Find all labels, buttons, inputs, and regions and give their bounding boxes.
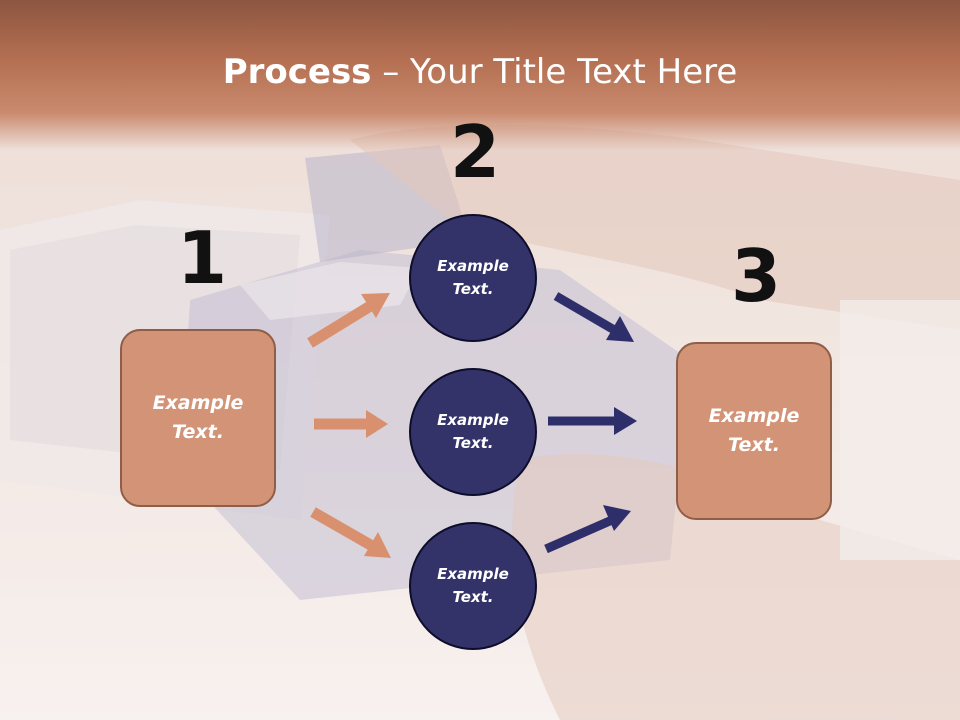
arrow-left-middle — [314, 410, 388, 438]
step-number-3: 3 — [731, 234, 782, 318]
title-bold: Process — [222, 52, 372, 92]
circle-middle-line1: Example — [437, 411, 509, 429]
circle-middle-line2: Text. — [452, 434, 494, 452]
arrow-left-top — [307, 293, 390, 348]
circle-top-line2: Text. — [452, 280, 494, 298]
step-box-3-line1: Example — [708, 405, 800, 427]
arrow-left-bottom — [310, 507, 391, 558]
circle-top: Example Text. — [409, 214, 537, 342]
step-number-2: 2 — [450, 110, 501, 194]
circle-bottom: Example Text. — [409, 522, 537, 650]
circle-middle: Example Text. — [409, 368, 537, 496]
step-box-3: Example Text. — [676, 342, 832, 520]
step-box-3-line2: Text. — [728, 434, 780, 456]
step-box-1: Example Text. — [120, 329, 276, 507]
title-band — [0, 0, 960, 150]
title-rest: – Your Title Text Here — [371, 52, 738, 92]
arrow-right-middle — [548, 407, 637, 435]
circle-bottom-line2: Text. — [452, 588, 494, 606]
left-arrows — [307, 293, 391, 558]
slide-title: Process – Your Title Text Here — [0, 52, 960, 92]
step-box-1-line2: Text. — [172, 421, 224, 443]
arrow-right-top — [553, 292, 634, 342]
right-arrows — [544, 292, 637, 554]
step-number-1: 1 — [177, 216, 228, 300]
step-box-1-line1: Example — [152, 392, 244, 414]
arrow-right-bottom — [544, 505, 631, 554]
circle-top-line1: Example — [437, 257, 509, 275]
circle-bottom-line1: Example — [437, 565, 509, 583]
